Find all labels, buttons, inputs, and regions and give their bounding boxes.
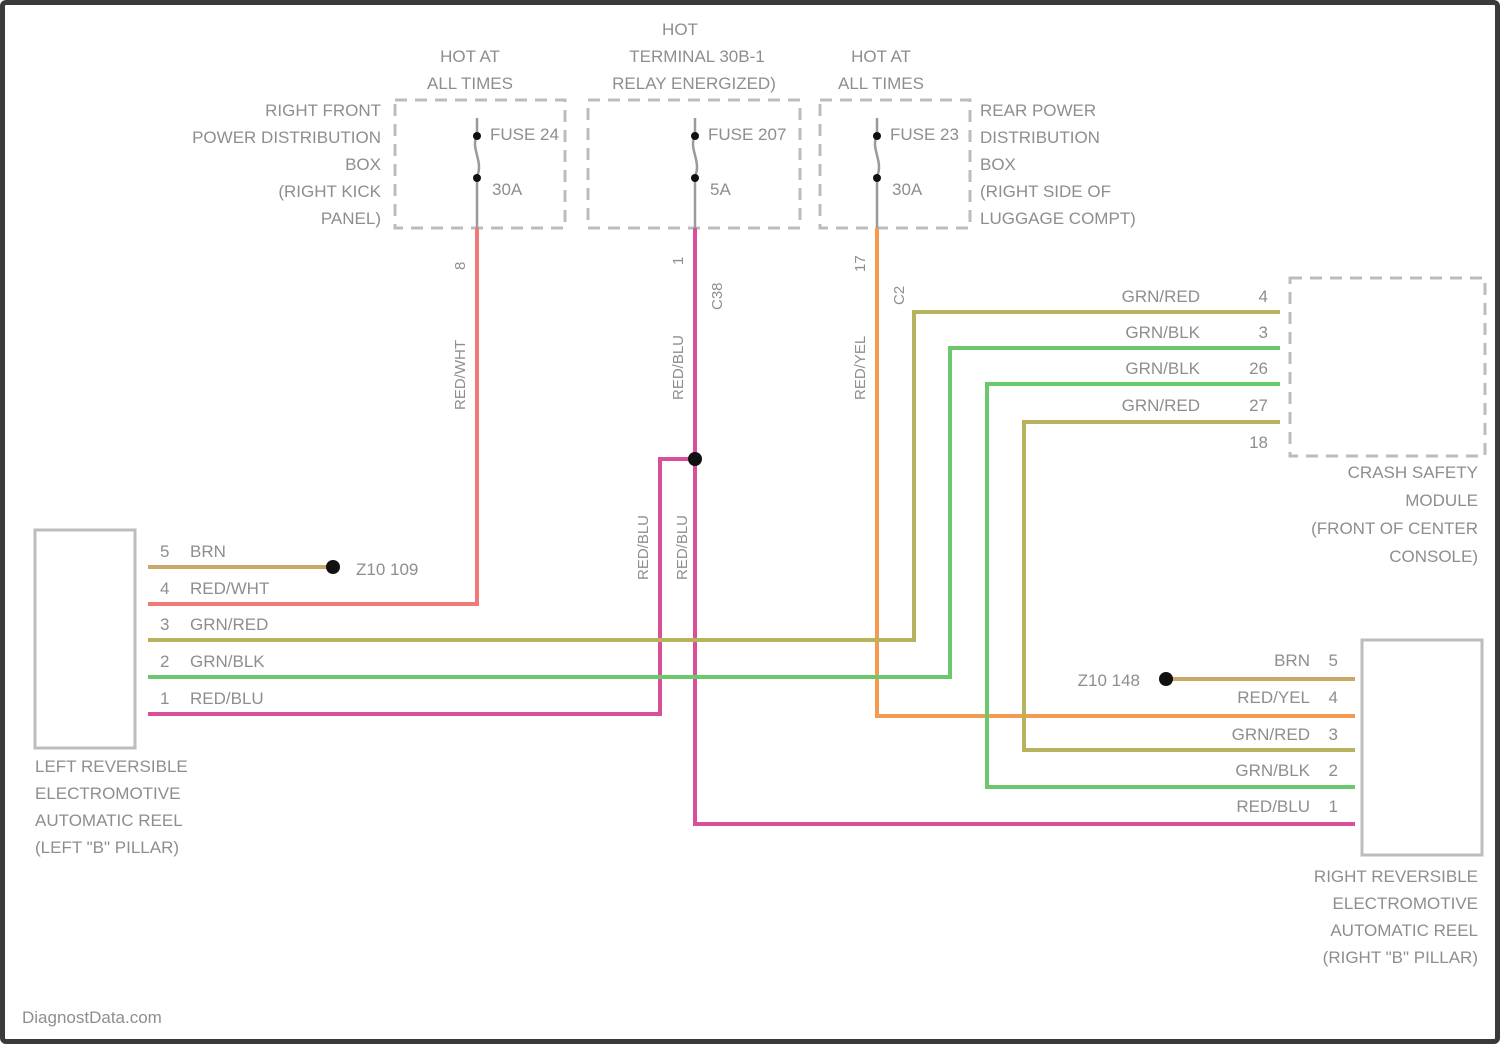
left-wire-2: GRN/BLK [190, 652, 265, 671]
rearpdb-name-5: LUGGAGE COMPT) [980, 209, 1136, 228]
rear-pdb-outline [820, 100, 970, 228]
crash-wire-4: GRN/RED [1122, 396, 1200, 415]
fuse-207-icon [691, 118, 699, 228]
fuse207-pin: 1 [670, 257, 687, 265]
wire-grn-red-left [148, 312, 1280, 640]
label-red-blu-vertical-1: RED/BLU [670, 335, 687, 400]
crash-module-name-3: (FRONT OF CENTER [1311, 519, 1478, 538]
ground-right-icon [1159, 672, 1173, 686]
right-pin-2: 2 [1329, 761, 1338, 780]
fuse-24-icon [473, 118, 481, 228]
right-reel-name-2: ELECTROMOTIVE [1333, 894, 1478, 913]
crash-wire-3: GRN/BLK [1125, 359, 1200, 378]
rfpdb-name-5: PANEL) [321, 209, 381, 228]
ground-right-label: Z10 148 [1078, 671, 1140, 690]
fuse-23-icon [873, 118, 881, 228]
crash-module-name-4: CONSOLE) [1389, 547, 1478, 566]
ground-left-label: Z10 109 [356, 560, 418, 579]
crash-wire-2: GRN/BLK [1125, 323, 1200, 342]
fuse-207-label: FUSE 207 [708, 125, 786, 144]
rearpdb-name-2: DISTRIBUTION [980, 128, 1100, 147]
rfpdb-name-3: BOX [345, 155, 381, 174]
right-pin-4: 4 [1329, 688, 1338, 707]
rearpdb-name-1: REAR POWER [980, 101, 1096, 120]
left-reel-box [35, 530, 135, 748]
fuse207-conn: C38 [709, 282, 726, 310]
left-pin-1: 1 [160, 689, 169, 708]
hot-label-mid-2: TERMINAL 30B-1 [629, 47, 764, 66]
left-reel-name-3: AUTOMATIC REEL [35, 811, 183, 830]
hot-label-left-2: ALL TIMES [427, 74, 513, 93]
crash-wire-1: GRN/RED [1122, 287, 1200, 306]
rearpdb-name-4: (RIGHT SIDE OF [980, 182, 1111, 201]
hot-label-right-1: HOT AT [851, 47, 911, 66]
crash-pin-3: 26 [1249, 359, 1268, 378]
right-reel-name-4: (RIGHT "B" PILLAR) [1323, 948, 1478, 967]
left-pin-4: 4 [160, 579, 169, 598]
rearpdb-name-3: BOX [980, 155, 1016, 174]
left-wire-1: RED/BLU [190, 689, 264, 708]
crash-pin-4: 27 [1249, 396, 1268, 415]
watermark: DiagnostData.com [22, 1008, 162, 1028]
left-wire-4: RED/WHT [190, 579, 269, 598]
right-pin-5: 5 [1329, 651, 1338, 670]
right-reel-box [1362, 640, 1482, 855]
right-wire-5: BRN [1274, 651, 1310, 670]
left-reel-name-1: LEFT REVERSIBLE [35, 757, 188, 776]
crash-module-outline [1290, 278, 1485, 456]
crash-pin-1: 4 [1259, 287, 1268, 306]
right-reel-name-1: RIGHT REVERSIBLE [1314, 867, 1478, 886]
wire-grn-blk-left [148, 348, 1280, 677]
left-pin-3: 3 [160, 615, 169, 634]
rfpdb-name-1: RIGHT FRONT [265, 101, 381, 120]
rfpdb-name-2: POWER DISTRIBUTION [192, 128, 381, 147]
hot-label-right-2: ALL TIMES [838, 74, 924, 93]
fuse-207-rating: 5A [710, 180, 731, 199]
crash-pin-2: 3 [1259, 323, 1268, 342]
left-wire-5: BRN [190, 542, 226, 561]
fuse23-conn: C2 [891, 286, 908, 305]
hot-label-mid-1: HOT [662, 20, 698, 39]
right-pin-1: 1 [1329, 797, 1338, 816]
fuse24-pin: 8 [452, 262, 469, 270]
hot-label-mid-3: RELAY ENERGIZED) [612, 74, 776, 93]
crash-pin-5: 18 [1249, 433, 1268, 452]
right-wire-2: GRN/BLK [1235, 761, 1310, 780]
label-red-wht-vertical: RED/WHT [452, 340, 469, 410]
rfpdb-name-4: (RIGHT KICK [278, 182, 381, 201]
left-wire-3: GRN/RED [190, 615, 268, 634]
right-reel-name-3: AUTOMATIC REEL [1330, 921, 1478, 940]
crash-module-name-1: CRASH SAFETY [1348, 463, 1478, 482]
hot-label-left-1: HOT AT [440, 47, 500, 66]
right-wire-4: RED/YEL [1237, 688, 1310, 707]
left-reel-name-2: ELECTROMOTIVE [35, 784, 180, 803]
ground-left-icon [326, 560, 340, 574]
crash-module-name-2: MODULE [1405, 491, 1478, 510]
fuse23-pin: 17 [852, 255, 869, 272]
fuse-24-label: FUSE 24 [490, 125, 559, 144]
label-red-blu-vertical-3: RED/BLU [674, 515, 691, 580]
splice-dot [688, 452, 702, 466]
label-red-blu-vertical-2: RED/BLU [635, 515, 652, 580]
fuse-24-rating: 30A [492, 180, 523, 199]
left-pin-2: 2 [160, 652, 169, 671]
label-red-yel-vertical: RED/YEL [852, 336, 869, 400]
right-wire-1: RED/BLU [1236, 797, 1310, 816]
fuse-23-label: FUSE 23 [890, 125, 959, 144]
right-pin-3: 3 [1329, 725, 1338, 744]
left-pin-5: 5 [160, 542, 169, 561]
left-reel-name-4: (LEFT "B" PILLAR) [35, 838, 179, 857]
right-wire-3: GRN/RED [1232, 725, 1310, 744]
fuse-23-rating: 30A [892, 180, 923, 199]
